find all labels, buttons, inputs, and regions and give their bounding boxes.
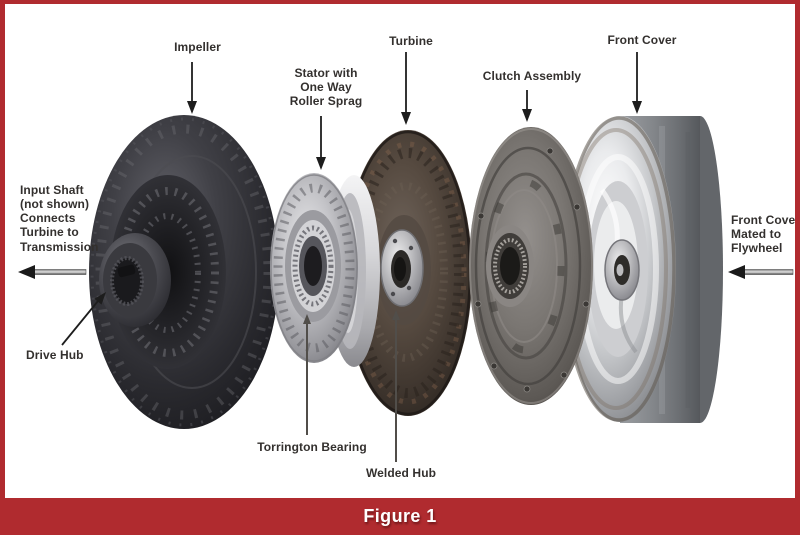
turbine-arrow — [401, 52, 411, 125]
front-cover-arrow — [632, 52, 642, 114]
label-torrington-bearing: Torrington Bearing — [257, 440, 367, 454]
clutch-assembly-illustration — [469, 127, 593, 405]
label-input-shaft: Input Shaft (not shown) Connects Turbine… — [20, 183, 99, 254]
turbine-illustration — [344, 130, 472, 416]
welded-hub-pointer — [392, 310, 400, 462]
callout-arrows — [61, 52, 642, 346]
figure-caption: Figure 1 — [363, 506, 437, 526]
input-shaft-arrow — [18, 265, 87, 279]
stator-illustration — [270, 173, 380, 367]
label-stator: Stator with One Way Roller Sprag — [289, 66, 363, 109]
impeller-illustration — [89, 115, 279, 429]
label-drive-hub: Drive Hub — [26, 348, 84, 362]
drive-hub-arrow — [61, 292, 106, 346]
flywheel-arrow — [728, 265, 794, 279]
label-impeller: Impeller — [174, 40, 221, 54]
label-front-cover: Front Cover — [607, 33, 677, 47]
shaft-arrows — [18, 265, 794, 279]
figure-caption-bar: Figure 1 — [5, 498, 795, 535]
label-welded-hub: Welded Hub — [365, 466, 437, 480]
label-clutch-assembly: Clutch Assembly — [482, 69, 582, 83]
impeller-arrow — [187, 62, 197, 114]
front-cover-illustration — [562, 116, 723, 423]
label-front-cover-mated: Front Cover Mated to Flywheel — [731, 213, 800, 256]
label-turbine: Turbine — [389, 34, 433, 48]
clutch-assembly-arrow — [522, 90, 532, 122]
stator-arrow — [316, 116, 326, 170]
pointer-lines — [303, 310, 400, 462]
torque-converter-diagram — [18, 52, 794, 462]
torrington-bearing-pointer — [303, 314, 311, 435]
